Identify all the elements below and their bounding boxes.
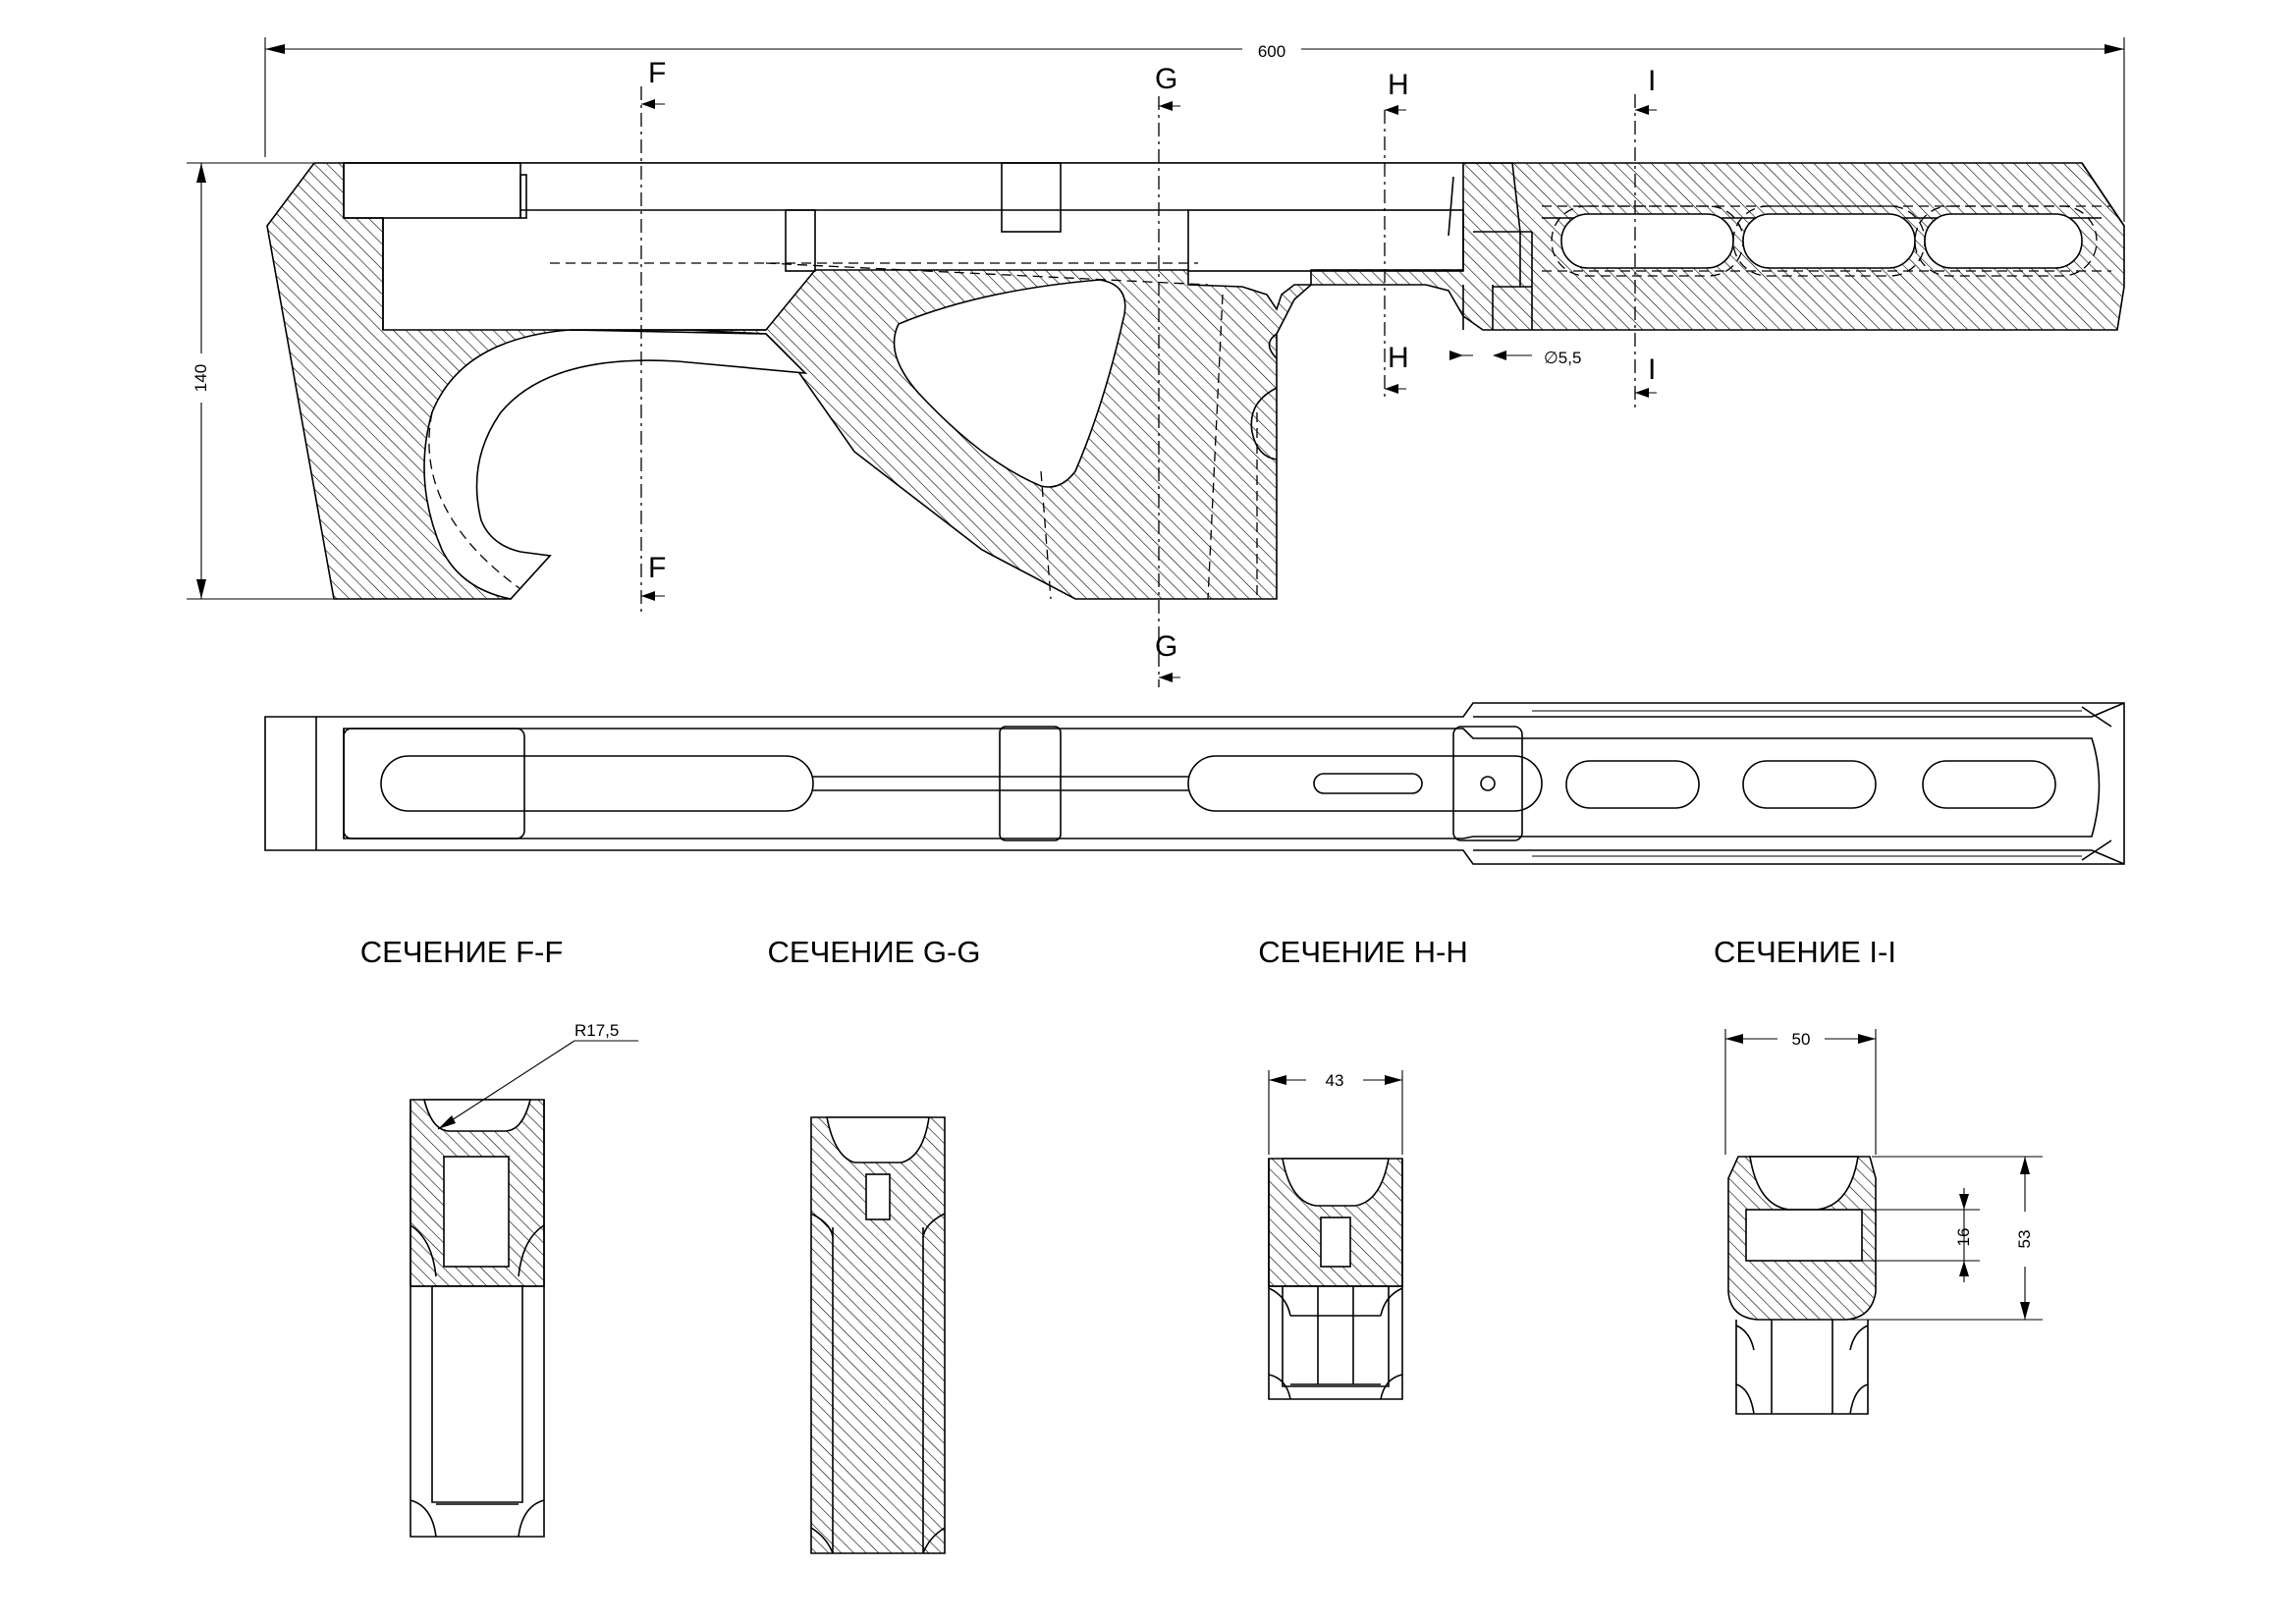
cut-label-g-top: G	[1155, 63, 1177, 95]
forend-slot-3	[1914, 205, 2098, 277]
cut-label-g-bottom: G	[1155, 630, 1177, 663]
triangle-cutout	[893, 279, 1126, 488]
cut-label-f-bottom: F	[648, 552, 666, 584]
cut-label-f-top: F	[648, 57, 666, 89]
section-gg	[810, 1116, 946, 1554]
dim-radius-text: R17,5	[574, 1021, 619, 1040]
dim-50-text: 50	[1792, 1030, 1811, 1049]
dim-hole-diameter: ∅5,5	[1449, 349, 1581, 367]
grip-pocket	[423, 329, 808, 600]
cut-label-h-top: H	[1388, 69, 1409, 101]
dim-16-text: 16	[1954, 1228, 1973, 1247]
section-title-ff: СЕЧЕНИЕ F-F	[360, 935, 564, 969]
section-title-ii: СЕЧЕНИЕ I-I	[1714, 935, 1896, 969]
dim-43-text: 43	[1326, 1071, 1344, 1090]
cut-line-g: G G	[1155, 63, 1180, 687]
cut-label-i-top: I	[1648, 65, 1656, 97]
forend-slot-1	[1551, 205, 1744, 277]
dim-53-text: 53	[2015, 1230, 2034, 1249]
section-hh: 43	[1268, 1070, 1403, 1400]
section-ii: 50 16 53	[1724, 1029, 2043, 1415]
dim-overall-length: 600	[264, 37, 2125, 222]
top-channel	[343, 162, 1464, 331]
dim-height: 140	[187, 162, 334, 600]
side-view	[266, 162, 2125, 600]
cut-label-h-bottom: H	[1388, 342, 1409, 374]
section-title-gg: СЕЧЕНИЕ G-G	[768, 935, 981, 969]
section-ff: R17,5	[410, 1021, 638, 1538]
cut-line-h: H H	[1384, 69, 1409, 401]
top-view	[264, 702, 2125, 865]
section-title-hh: СЕЧЕНИЕ H-H	[1258, 935, 1467, 969]
dim-600-text: 600	[1258, 42, 1285, 61]
dim-140-text: 140	[191, 364, 210, 392]
forend-slot-2	[1732, 205, 1926, 277]
top-view-outline	[264, 702, 2125, 865]
dim-hole-text: ∅5,5	[1544, 349, 1581, 367]
cut-line-f: F F	[640, 57, 666, 614]
cut-line-i: I I	[1634, 65, 1657, 412]
cut-label-i-bottom: I	[1648, 353, 1656, 386]
